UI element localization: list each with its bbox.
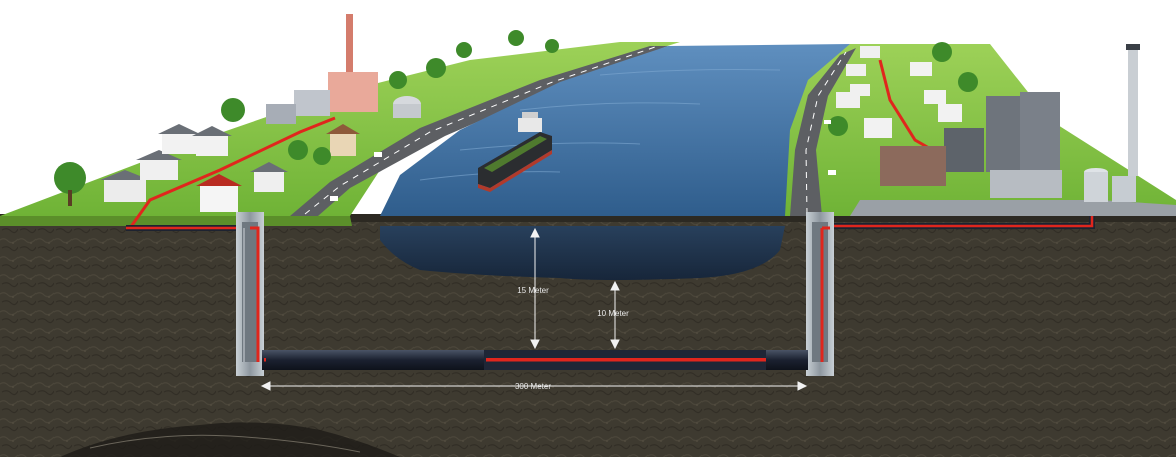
dimension-depth-river bbox=[530, 227, 540, 350]
power-plant-icon bbox=[266, 14, 421, 124]
tree-icon bbox=[54, 30, 978, 206]
dimension-tunnel-length bbox=[260, 381, 808, 391]
depth-pipe-label: 10 Meter bbox=[597, 309, 629, 318]
tunnel-length-label: 300 Meter bbox=[515, 382, 551, 391]
power-plant-icon bbox=[880, 44, 1140, 202]
right-receiving-shaft bbox=[806, 212, 834, 376]
house-icon bbox=[100, 124, 360, 212]
soil-cross-section bbox=[0, 214, 1176, 457]
dimension-depth-pipe bbox=[610, 280, 620, 350]
house-icon bbox=[836, 46, 962, 138]
left-launch-shaft bbox=[236, 212, 264, 376]
car-icon bbox=[330, 120, 836, 201]
depth-river-label: 15 Meter bbox=[517, 286, 549, 295]
tunnel-pipe bbox=[262, 350, 808, 370]
cargo-ship-icon bbox=[478, 112, 552, 192]
